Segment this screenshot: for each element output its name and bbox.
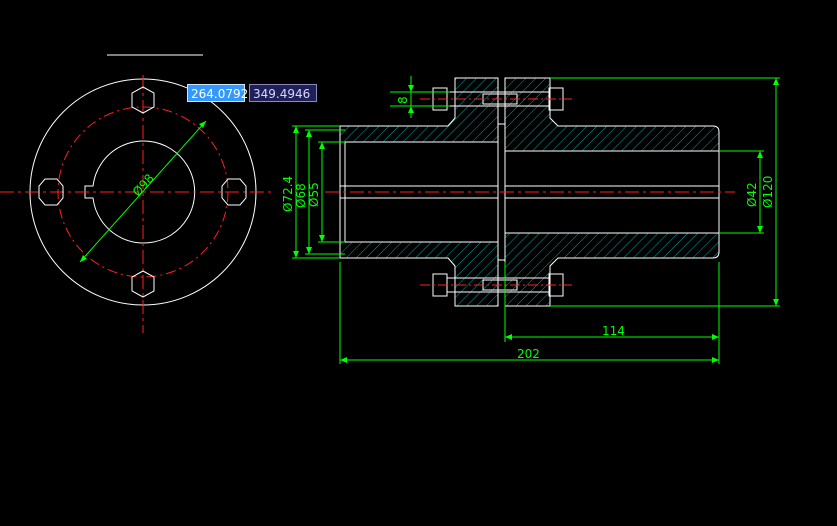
left-hub-section-bottom <box>339 241 499 307</box>
bolt-circle-dim-line <box>79 120 207 263</box>
bolt-size-text: 8 <box>396 96 410 104</box>
dim-lengths: 114 202 <box>339 262 720 364</box>
left-hub-section-top <box>339 77 499 143</box>
bolt-circle-dim-text: Ø98 <box>130 171 157 199</box>
length-114-text: 114 <box>602 324 625 338</box>
bolt-head-bottom <box>131 270 155 298</box>
bolt-head-left <box>38 178 64 206</box>
dim-arrow-ne <box>199 121 206 128</box>
dim-right-diameters: Ø42 Ø120 <box>550 77 780 307</box>
length-202-text: 202 <box>517 347 540 361</box>
coupling-section-view: 8 Ø72.4 Ø68 Ø55 <box>281 76 780 364</box>
bore-42-text: Ø42 <box>745 182 759 207</box>
bore-55-text: Ø55 <box>307 182 321 207</box>
hub-bore-outline <box>84 140 196 244</box>
right-hub-section-bottom <box>504 232 720 307</box>
flange-end-view: Ø98 <box>0 54 275 333</box>
bore-724-text: Ø72.4 <box>281 176 295 212</box>
bore-68-text: Ø68 <box>294 183 308 208</box>
outer-120-text: Ø120 <box>761 176 775 208</box>
coordinate-x-input[interactable]: 264.0792 <box>187 84 248 102</box>
bolt-head-right <box>221 178 247 206</box>
dim-arrow-sw <box>80 255 87 262</box>
bolt-head-top <box>131 86 155 114</box>
right-hub-section-top <box>504 77 720 152</box>
dim-left-diameters: Ø72.4 Ø68 Ø55 <box>281 125 345 259</box>
dim-bolt-size: 8 <box>390 76 450 118</box>
coordinate-y-input[interactable]: 349.4946 <box>249 84 317 102</box>
